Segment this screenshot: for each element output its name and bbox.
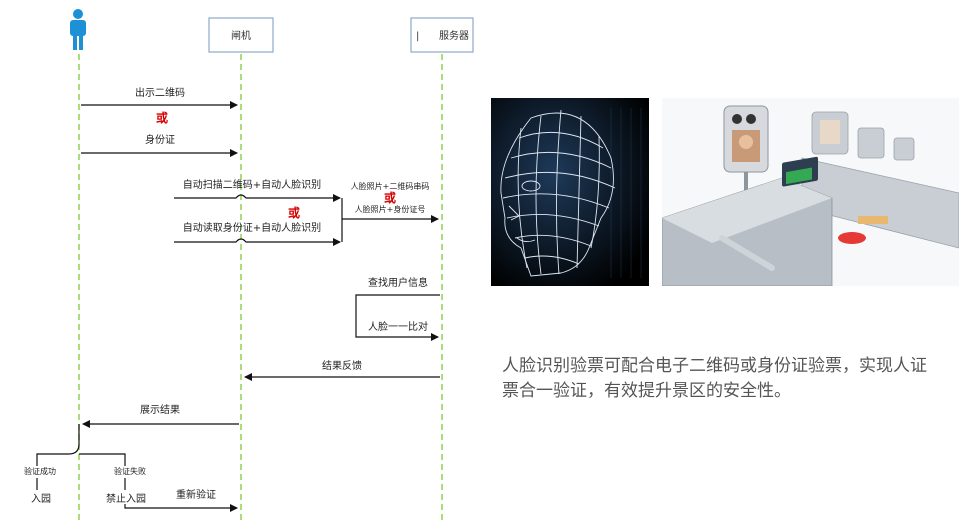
gate-label: 闸机: [231, 29, 251, 42]
msg-id-card: 身份证: [145, 133, 175, 146]
msg-show-qr: 出示二维码: [135, 86, 185, 99]
msg-face-compare: 人脸一一比对: [368, 320, 428, 333]
face-recognition-image: [491, 98, 649, 286]
gate-box: [208, 17, 274, 53]
description-caption: 人脸识别验票可配合电子二维码或身份证验票，实现人证票合一验证，有效提升景区的安全…: [502, 356, 927, 401]
turnstile-gate-image: [662, 98, 959, 286]
sequence-diagram: 闸机 | 服务器 出示二维码 或 身份证 自动扫描二维码+自动人脸识别 或 自动…: [24, 9, 474, 522]
person-icon: [70, 9, 86, 50]
arrow-auto-scan-qr: [174, 194, 341, 202]
branch-lines: [36, 424, 126, 466]
msg-face-photo-qr: 人脸照片+二维码串码: [351, 181, 430, 191]
msg-face-photo-id: 人脸照片+身份证号: [355, 204, 426, 214]
branch-fail-label: 验证失败: [114, 466, 146, 476]
server-label: 服务器: [439, 29, 469, 42]
msg-lookup-user: 查找用户信息: [368, 276, 428, 289]
msg-reverify: 重新验证: [176, 488, 216, 501]
loop-lookup-user: [355, 294, 440, 341]
outcome-no-entry: 禁止入园: [106, 493, 146, 505]
server-prefix: |: [416, 31, 419, 42]
msg-show-result: 展示结果: [140, 403, 180, 416]
arrow-reverify: [124, 504, 238, 512]
outcome-enter: 入园: [31, 493, 51, 505]
or-label-1: 或: [156, 110, 168, 125]
or-label-2: 或: [288, 205, 300, 220]
branch-success-label: 验证成功: [24, 466, 56, 476]
msg-auto-scan-qr: 自动扫描二维码+自动人脸识别: [183, 178, 321, 191]
server-box: [410, 17, 474, 53]
arrow-auto-read-id: [174, 238, 341, 246]
msg-auto-read-id: 自动读取身份证+自动人脸识别: [183, 221, 321, 234]
or-label-3: 或: [384, 190, 396, 205]
msg-result-feedback: 结果反馈: [322, 359, 362, 372]
